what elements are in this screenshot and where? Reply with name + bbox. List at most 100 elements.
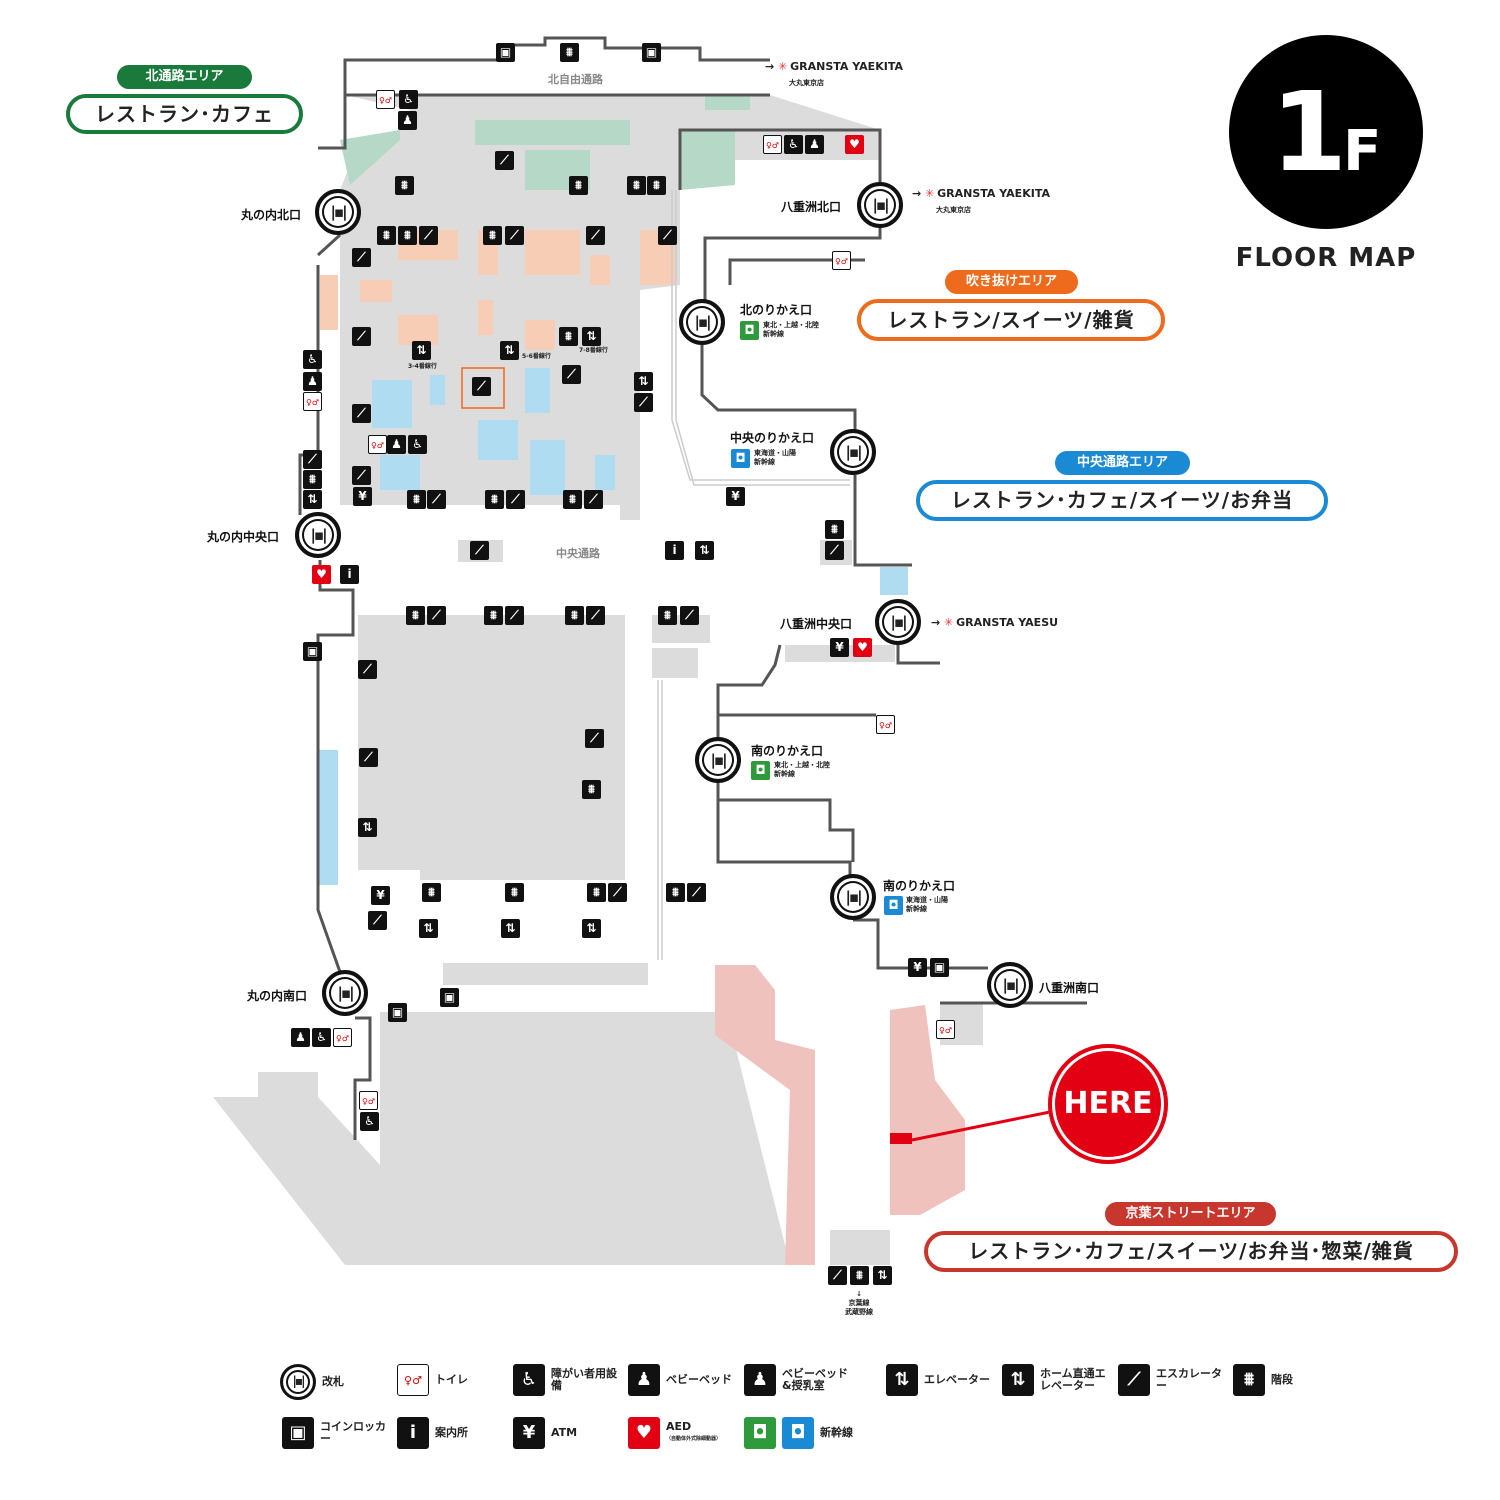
stairs-icon: ⩩: [303, 470, 322, 489]
shinkansen-green-icon: ◘: [740, 321, 759, 340]
escalator-icon: ⟋: [825, 541, 844, 560]
stairs-icon: ⩩: [395, 176, 414, 195]
gate-icon[interactable]: |▪|: [830, 429, 876, 475]
info-icon: i: [340, 565, 359, 584]
escalator-icon: ⟋: [472, 377, 491, 396]
toilet-icon: ♀♂: [333, 1028, 352, 1047]
gransta-logo-icon: ✳: [944, 616, 953, 629]
escalator-icon: ⟋: [352, 404, 371, 423]
gate-label-marunouchi-central: 丸の内中央口: [207, 530, 280, 544]
locker-icon: ▣: [388, 1003, 407, 1022]
gate-icon[interactable]: |▪|: [875, 599, 921, 645]
escalator-icon: ⟋: [680, 606, 699, 625]
area-title-north[interactable]: レストラン･カフェ: [66, 94, 303, 134]
area-title-central[interactable]: レストラン･カフェ/スイーツ/お弁当: [916, 480, 1328, 521]
elevator-icon: ⇅: [582, 327, 601, 346]
wheelchair-icon: ♿: [408, 435, 427, 454]
gate-icon[interactable]: |▪|: [315, 189, 361, 235]
elevator-icon: ⇅: [303, 490, 322, 509]
escalator-icon: ⟋: [427, 490, 446, 509]
atm-icon: ¥: [908, 958, 927, 977]
escalator-icon: ⟋: [658, 226, 677, 245]
area-tag-keiyo: 京葉ストリートエリア: [1105, 1202, 1276, 1226]
gate-icon[interactable]: |▪|: [830, 874, 876, 920]
toilet-icon: ♀♂: [368, 435, 387, 454]
elevator-icon: ⇅: [634, 372, 653, 391]
legend-label: ベビーベッド&授乳室: [782, 1367, 848, 1392]
legend-item-nursing-room: ♟ベビーベッド&授乳室: [744, 1364, 852, 1396]
stairs-icon: ⩩: [559, 327, 578, 346]
keiyo-line-link[interactable]: ↓京葉線武蔵野線: [845, 1290, 873, 1316]
elevator-icon: ⇅: [501, 919, 520, 938]
escalator-icon: ⟋: [303, 450, 322, 469]
aed-icon: ♥: [628, 1417, 660, 1449]
gate-icon[interactable]: |▪|: [987, 962, 1033, 1008]
gransta-yaesu-link[interactable]: → ✳ GRANSTA YAESU: [931, 616, 1059, 629]
floor-badge: 1F: [1229, 35, 1423, 229]
legend-label: 改札: [322, 1375, 344, 1388]
gate-icon[interactable]: |▪|: [295, 512, 341, 558]
gate-icon[interactable]: |▪|: [322, 970, 368, 1016]
wheelchair-icon: ♿: [399, 90, 418, 109]
legend-item-escalator: ⟋エスカレーター: [1118, 1364, 1226, 1396]
stairs-icon: ⩩: [582, 780, 601, 799]
escalator-icon: ⟋: [505, 606, 524, 625]
shinkansen-note: 東海道・山陽新幹線: [906, 896, 948, 913]
escalator-icon: ⟋: [506, 490, 525, 509]
gate-label-yaesu-south: 八重洲南口: [1039, 981, 1100, 995]
locker-icon: ▣: [496, 43, 515, 62]
stairs-icon: ⩩: [1233, 1364, 1265, 1396]
stairs-icon: ⩩: [627, 176, 646, 195]
elevator-icon: ⇅: [873, 1266, 892, 1285]
toilet-icon: ♀♂: [376, 90, 395, 109]
toilet-icon: ♀♂: [359, 1091, 378, 1110]
legend-label: エレベーター: [924, 1373, 990, 1386]
stairs-icon: ⩩: [563, 490, 582, 509]
elevator-icon: ⇅: [419, 919, 438, 938]
atm-icon: ¥: [513, 1417, 545, 1449]
area-tag-atrium: 吹き抜けエリア: [945, 270, 1078, 294]
elevator-icon: ⇅: [886, 1364, 918, 1396]
legend-label: AED（自動体外式除細動器）: [666, 1420, 722, 1443]
legend-item-gate: |▪|改札: [280, 1364, 344, 1400]
locker-icon: ▣: [930, 958, 949, 977]
gate-label-marunouchi-south: 丸の内南口: [247, 989, 308, 1003]
baby-bed-icon: ♟: [303, 372, 322, 391]
shinkansen-blue-icon: ◘: [731, 449, 750, 468]
toilet-icon: ♀♂: [832, 251, 851, 270]
gate-label-marunouchi-north: 丸の内北口: [241, 208, 302, 222]
area-title-atrium[interactable]: レストラン/スイーツ/雑貨: [857, 299, 1165, 341]
gate-icon[interactable]: |▪|: [695, 737, 741, 783]
stairs-icon: ⩩: [377, 226, 396, 245]
escalator-icon: ⟋: [586, 226, 605, 245]
you-are-here-marker: HERE: [1048, 1044, 1168, 1164]
area-tag-north: 北通路エリア: [117, 65, 252, 89]
baby-bed-icon: ♟: [291, 1028, 310, 1047]
toilet-icon: ♀♂: [763, 135, 782, 154]
legend-item-shinkansen: ◘◘新幹線: [744, 1417, 853, 1449]
gate-icon[interactable]: |▪|: [679, 299, 725, 345]
gate-icon[interactable]: |▪|: [857, 182, 903, 228]
escalator-icon: ⟋: [352, 327, 371, 346]
stairs-icon: ⩩: [422, 883, 441, 902]
legend-label: トイレ: [435, 1373, 468, 1386]
escalator-icon: ⟋: [828, 1266, 847, 1285]
stairs-icon: ⩩: [825, 520, 844, 539]
legend-item-toilet: ♀♂トイレ: [397, 1364, 468, 1396]
legend-label: 障がい者用設備: [551, 1367, 617, 1392]
escalator-icon: ⟋: [470, 541, 489, 560]
locker-icon: ▣: [303, 642, 322, 661]
legend-label: ベビーベッド: [666, 1373, 732, 1386]
atm-icon: ¥: [830, 638, 849, 657]
elevator-label: 5-6番線行: [522, 353, 551, 360]
escalator-icon: ⟋: [419, 226, 438, 245]
legend-label: 案内所: [435, 1426, 468, 1439]
escalator-icon: ⟋: [584, 490, 603, 509]
stairs-icon: ⩩: [647, 176, 666, 195]
area-title-keiyo[interactable]: レストラン･カフェ/スイーツ/お弁当･惣菜/雑貨: [924, 1231, 1458, 1272]
stairs-icon: ⩩: [560, 43, 579, 62]
wheelchair-icon: ♿: [360, 1112, 379, 1131]
